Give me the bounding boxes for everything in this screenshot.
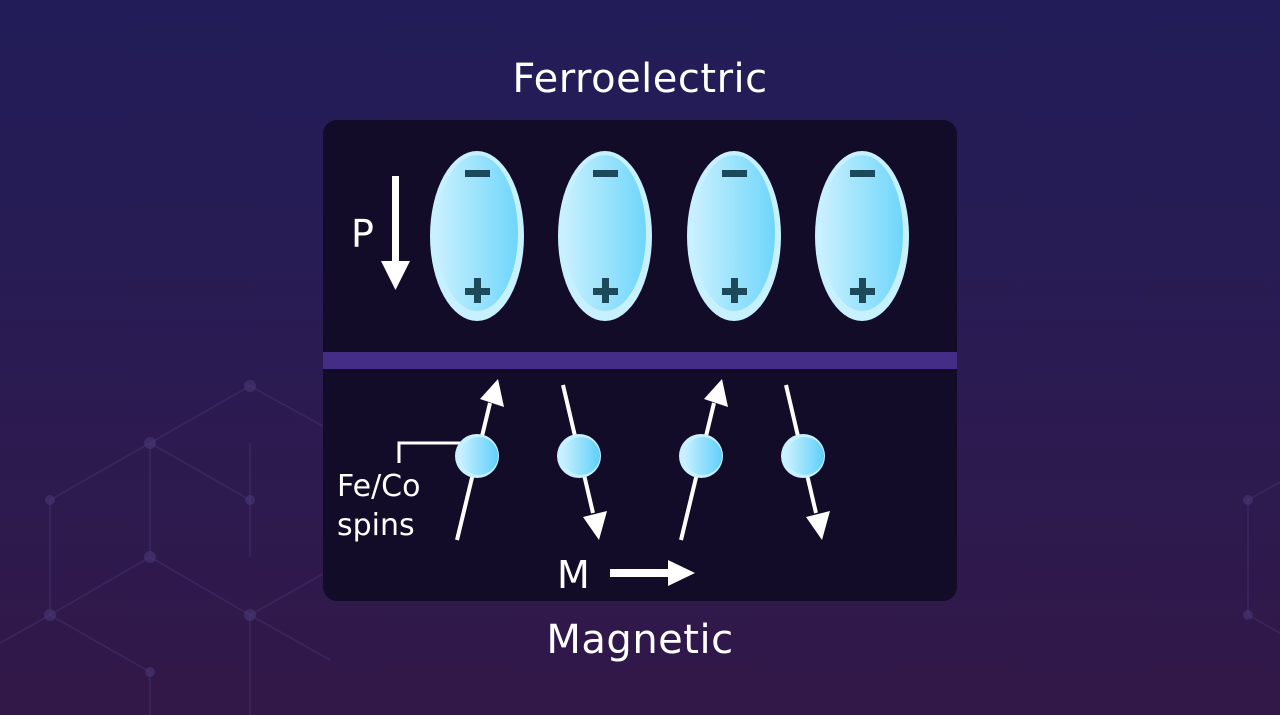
plus-sign-icon	[593, 278, 618, 303]
spins-label: Fe/Co spins	[337, 467, 420, 545]
minus-sign-icon	[722, 170, 747, 177]
spin-1-up	[455, 379, 504, 541]
spin-3-up	[679, 379, 728, 541]
dipole-4	[815, 151, 909, 321]
dipole-3	[687, 151, 781, 321]
minus-sign-icon	[593, 170, 618, 177]
interface-divider	[323, 352, 957, 369]
plus-sign-icon	[465, 278, 490, 303]
diagram-graphics	[381, 151, 909, 586]
spins-label-line1: Fe/Co	[337, 469, 421, 504]
plus-sign-icon	[850, 278, 875, 303]
magnetization-label: M	[557, 553, 590, 597]
magnetic-title: Magnetic	[546, 617, 734, 663]
ferroelectric-title: Ferroelectric	[512, 56, 768, 102]
dipole-2	[558, 151, 652, 321]
minus-sign-icon	[465, 170, 490, 177]
spins-label-line2: spins	[337, 508, 415, 543]
spin-label-leader-line	[397, 441, 473, 463]
magnetization-arrow-right-icon	[610, 560, 695, 586]
polarization-arrow-down-icon	[381, 176, 410, 290]
polarization-label: P	[351, 212, 374, 256]
plus-sign-icon	[722, 278, 747, 303]
spin-4-down	[781, 384, 830, 540]
spin-2-down	[557, 384, 607, 540]
minus-sign-icon	[850, 170, 875, 177]
dipole-1	[430, 151, 524, 321]
diagram-panel: P Fe/Co spins M	[323, 120, 957, 601]
